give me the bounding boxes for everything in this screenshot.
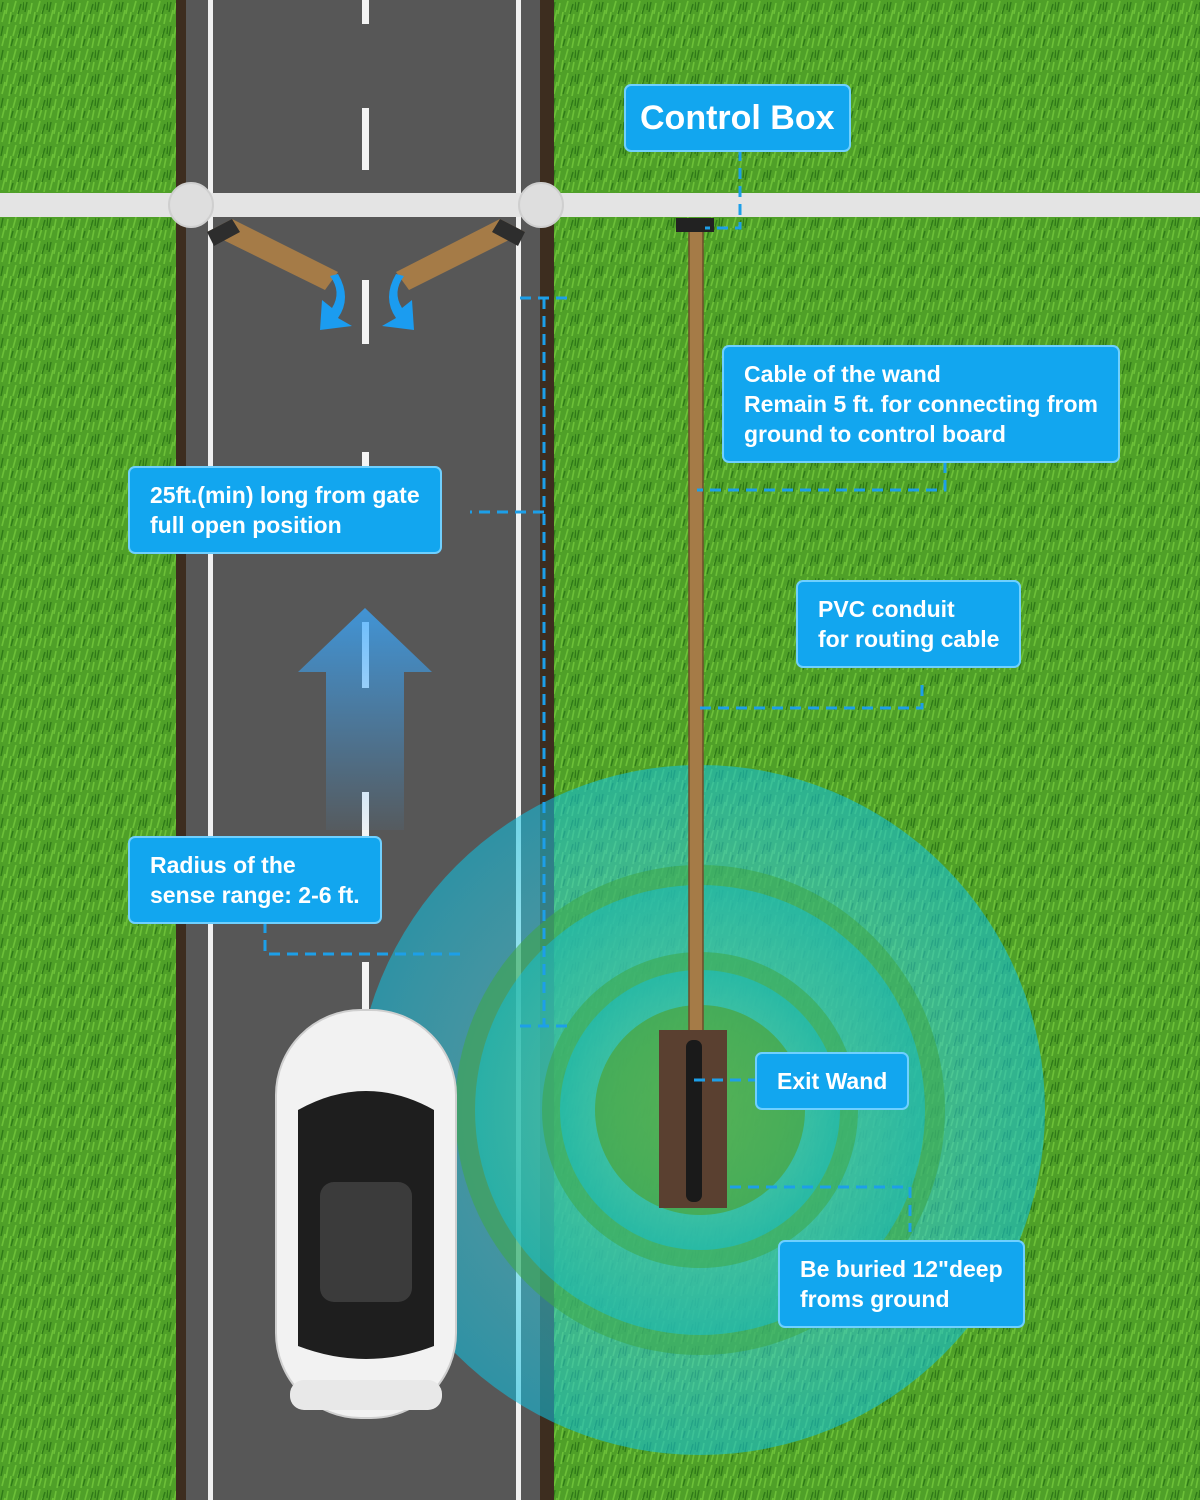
forward-arrow-icon	[298, 608, 432, 830]
road-edge-line-left	[208, 0, 213, 1500]
pvc-label: PVC conduit for routing cable	[796, 580, 1022, 668]
radius-line-2: sense range: 2-6 ft.	[150, 882, 360, 908]
exit-wand-label: Exit Wand	[755, 1052, 910, 1110]
pvc-line-1: PVC conduit	[818, 596, 955, 622]
distance-label: 25ft.(min) long from gate full open posi…	[128, 466, 442, 554]
radius-label: Radius of the sense range: 2-6 ft.	[128, 836, 382, 924]
gate-post-left	[168, 182, 214, 228]
buried-label: Be buried 12"deep froms ground	[778, 1240, 1025, 1328]
gate-post-right	[518, 182, 564, 228]
cable-line-3: ground to control board	[744, 421, 1006, 447]
distance-line-2: full open position	[150, 512, 342, 538]
callout-lines	[263, 150, 947, 1232]
swing-gate-arm-left-icon	[207, 219, 338, 290]
car-icon	[275, 1009, 457, 1419]
pvc-line-2: for routing cable	[818, 626, 1000, 652]
radius-line-1: Radius of the	[150, 852, 296, 878]
distance-line-1: 25ft.(min) long from gate	[150, 482, 420, 508]
control-box-icon	[676, 218, 714, 232]
control-box-text: Control Box	[640, 99, 835, 137]
swing-gate-arm-right-icon	[396, 219, 525, 290]
cable-line-2: Remain 5 ft. for connecting from	[744, 391, 1098, 417]
control-box-label: Control Box	[624, 84, 851, 152]
downward-arrow-right-icon	[382, 274, 414, 330]
exit-wand-icon	[686, 1040, 702, 1202]
pvc-conduit	[688, 224, 704, 1034]
buried-line-1: Be buried 12"deep	[800, 1256, 1003, 1282]
road-edge-left	[176, 0, 188, 1500]
exit-wand-text: Exit Wand	[777, 1068, 888, 1094]
road-edge-line-right	[516, 0, 521, 1500]
cable-line-1: Cable of the wand	[744, 361, 941, 387]
buried-line-2: froms ground	[800, 1286, 950, 1312]
cable-label: Cable of the wand Remain 5 ft. for conne…	[722, 345, 1120, 463]
downward-arrow-left-icon	[320, 274, 352, 330]
